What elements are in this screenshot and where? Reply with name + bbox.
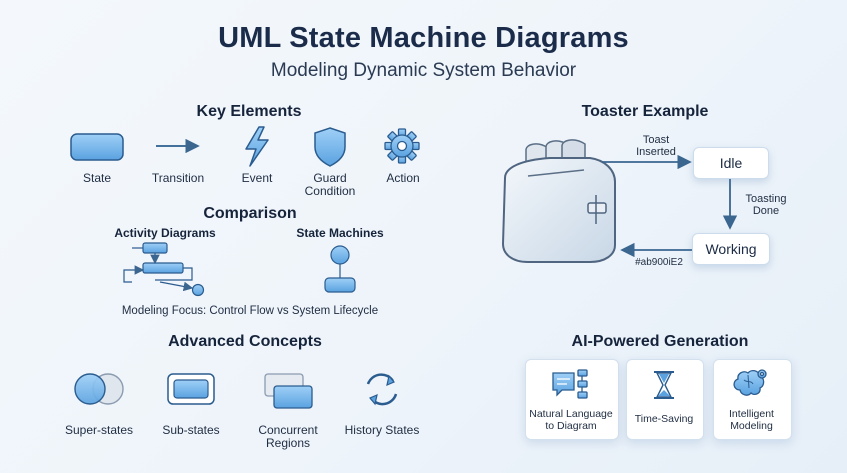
shield-icon <box>314 127 346 167</box>
ai-card-label-time-saving: Time-Saving <box>634 413 694 425</box>
chat-diagram-icon <box>552 369 588 399</box>
page-title: UML State Machine Diagrams <box>218 22 629 54</box>
activity-diagrams-label: Activity Diagrams <box>114 226 216 240</box>
key-element-label-state: State <box>82 171 112 185</box>
state-machines-label: State Machines <box>296 226 384 240</box>
page-subtitle: Modeling Dynamic System Behavior <box>270 60 577 81</box>
toaster-icon <box>501 139 616 263</box>
state-machine-icon <box>324 245 356 293</box>
transition-label-toast-inserted: Toast Inserted <box>636 134 676 158</box>
transition-label-return: #ab900iE2 <box>635 257 683 268</box>
advanced-label-concurrent-regions: Concurrent Regions <box>258 423 318 450</box>
key-elements-heading: Key Elements <box>196 103 302 120</box>
cycle-arrows-icon <box>366 373 398 406</box>
lightning-icon <box>245 126 269 167</box>
ai-card-label-intelligent-modeling: Intelligent Modeling <box>729 408 774 432</box>
ai-generation-heading: AI-Powered Generation <box>571 333 749 350</box>
key-element-label-event: Event <box>241 171 273 185</box>
advanced-label-super-states: Super-states <box>64 423 134 437</box>
stacked-boxes-icon <box>264 373 313 409</box>
overlap-circles-icon <box>74 373 124 405</box>
comparison-caption: Modeling Focus: Control Flow vs System L… <box>121 305 379 317</box>
nested-box-icon <box>167 373 215 405</box>
brain-gear-icon <box>733 369 767 396</box>
state-working: Working <box>692 233 770 265</box>
advanced-label-sub-states: Sub-states <box>162 423 220 437</box>
advanced-concepts-heading: Advanced Concepts <box>168 333 322 350</box>
key-element-label-guard: Guard Condition <box>304 171 356 198</box>
key-element-label-action: Action <box>386 171 420 185</box>
activity-diagram-icon <box>123 242 205 297</box>
state-icon <box>70 133 124 161</box>
gear-icon <box>384 128 420 164</box>
key-element-label-transition: Transition <box>151 171 205 185</box>
transition-label-toasting-done: Toasting Done <box>745 193 787 217</box>
ai-card-label-natural-language: Natural Language to Diagram <box>529 408 613 432</box>
hourglass-icon <box>654 371 674 399</box>
state-idle: Idle <box>693 147 769 179</box>
advanced-label-history-states: History States <box>344 423 420 437</box>
comparison-heading: Comparison <box>203 205 297 222</box>
toaster-example-heading: Toaster Example <box>581 103 709 120</box>
